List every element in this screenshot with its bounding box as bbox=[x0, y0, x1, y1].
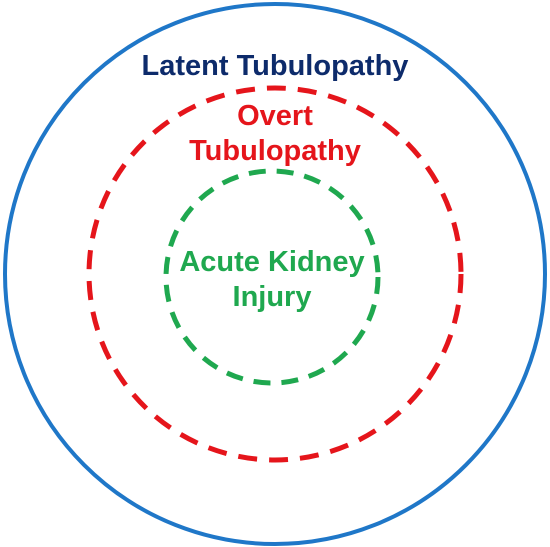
acute-kidney-injury-label-line2: Injury bbox=[233, 281, 312, 313]
acute-kidney-injury-label-line1: Acute Kidney bbox=[179, 246, 364, 278]
overt-tubulopathy-label-line1: Overt bbox=[237, 100, 313, 132]
overt-tubulopathy-label-line2: Tubulopathy bbox=[189, 135, 361, 167]
latent-tubulopathy-label: Latent Tubulopathy bbox=[142, 50, 409, 82]
acute-kidney-injury-circle bbox=[163, 168, 381, 386]
overt-tubulopathy-circle bbox=[86, 85, 464, 463]
latent-tubulopathy-circle bbox=[3, 2, 547, 546]
